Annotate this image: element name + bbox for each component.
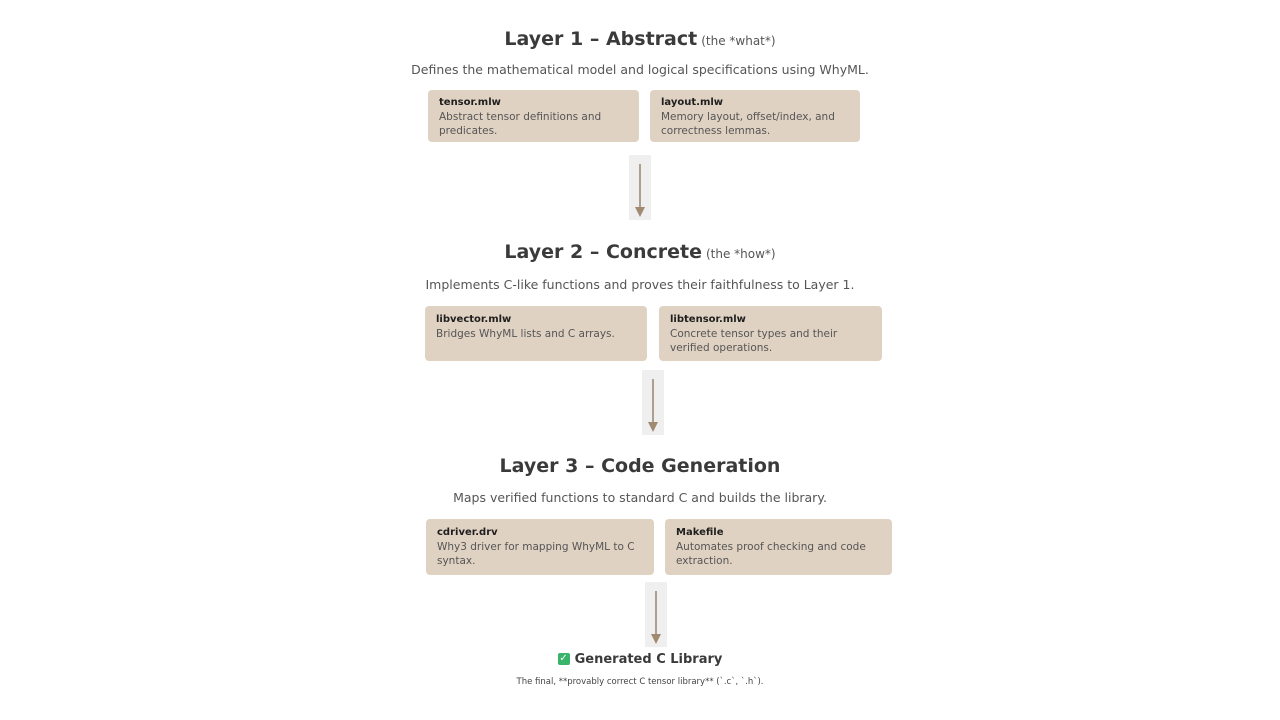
down-arrow-icon [642,370,664,435]
layer-1-subtitle: (the *what*) [701,34,776,48]
file-card-tensor: tensor.mlw Abstract tensor definitions a… [428,90,639,142]
layer-2-subtitle: (the *how*) [705,247,776,261]
file-card-libvector: libvector.mlw Bridges WhyML lists and C … [425,306,647,361]
file-description: Abstract tensor definitions and predicat… [439,111,602,137]
file-name: tensor.mlw [439,97,501,108]
down-arrow-icon [645,582,667,647]
check-box-icon: ✓ [557,652,570,665]
layer-2-description: Implements C-like functions and proves t… [425,277,855,292]
result-description: The final, **provably correct C tensor l… [516,677,764,687]
file-card-cdriver: cdriver.drv Why3 driver for mapping WhyM… [426,519,654,575]
file-description: Concrete tensor types and their verified… [670,328,838,354]
file-name: Makefile [676,527,724,538]
layer-2-title: Layer 2 – Concrete(the *how*) [504,241,776,263]
file-card-libtensor: libtensor.mlw Concrete tensor types and … [659,306,882,361]
file-name: libvector.mlw [436,314,512,325]
result-title: ✓Generated C Library [557,652,723,667]
file-name: layout.mlw [661,97,724,108]
down-arrow-icon [629,155,651,220]
file-name: libtensor.mlw [670,314,746,325]
layer-1-title: Layer 1 – Abstract(the *what*) [504,28,776,50]
file-description: Memory layout, offset/index, and correct… [661,111,835,137]
file-description: Bridges WhyML lists and C arrays. [436,328,615,340]
layer-1-description: Defines the mathematical model and logic… [411,62,869,77]
file-name: cdriver.drv [437,527,498,538]
layer-3-description: Maps verified functions to standard C an… [453,490,827,505]
layer-3-title: Layer 3 – Code Generation [499,455,781,477]
file-description: Why3 driver for mapping WhyML to C synta… [437,541,635,567]
file-card-makefile: Makefile Automates proof checking and co… [665,519,892,575]
file-card-layout: layout.mlw Memory layout, offset/index, … [650,90,860,142]
file-description: Automates proof checking and code extrac… [676,541,866,567]
